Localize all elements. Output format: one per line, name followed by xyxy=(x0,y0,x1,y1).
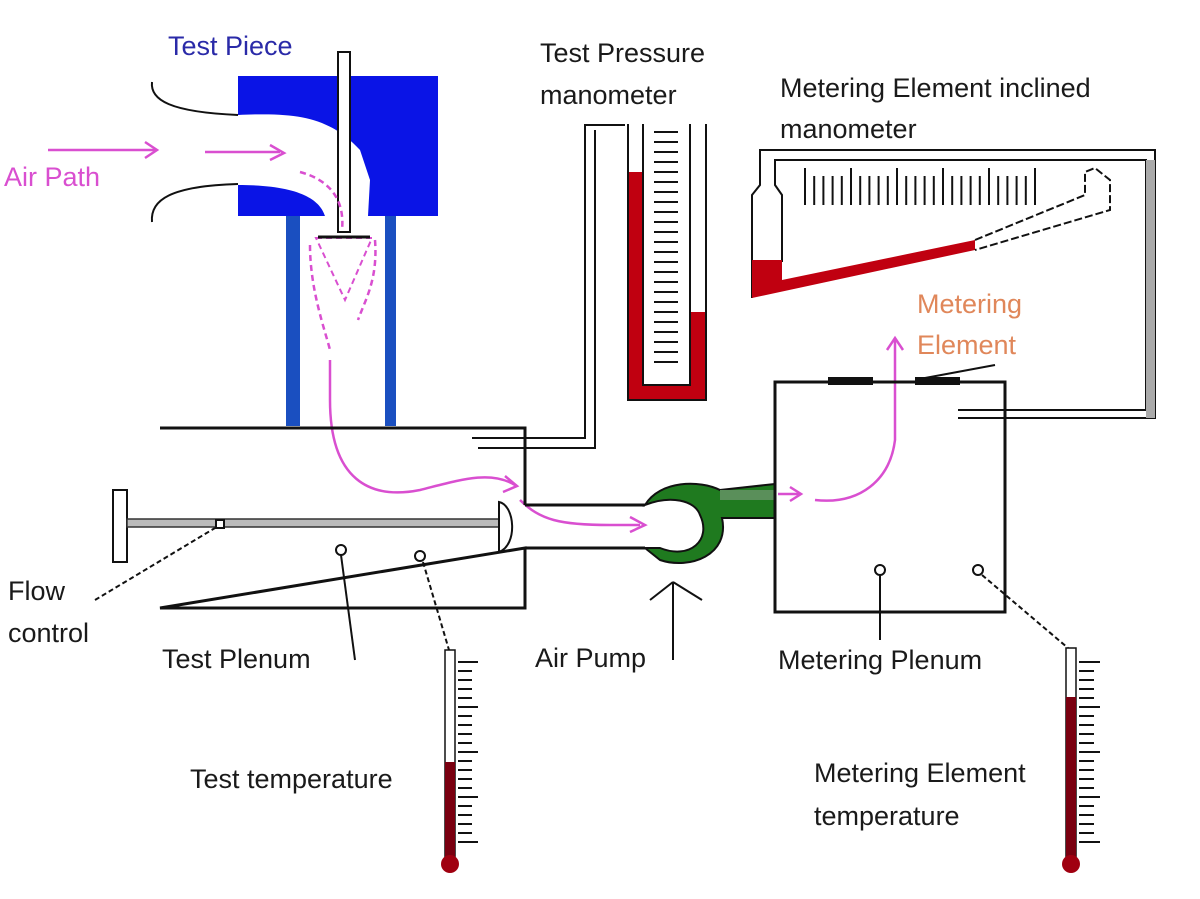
label-metering-temperature: Metering Element xyxy=(814,758,1026,788)
label-flow-control: Flow xyxy=(8,576,66,606)
test-temperature-thermometer xyxy=(441,649,478,873)
label-metering-element: Metering xyxy=(917,289,1022,319)
test-pressure-manometer xyxy=(472,124,707,449)
label-test-pressure: Test Pressure xyxy=(540,38,705,68)
metering-temperature-thermometer xyxy=(1062,647,1100,873)
metering-plenum xyxy=(773,364,1069,649)
label-air-path: Air Path xyxy=(4,162,100,192)
label-test-piece: Test Piece xyxy=(168,31,293,61)
label-inclined-manometer: Metering Element inclined xyxy=(780,73,1091,103)
label-inclined-manometer-2: manometer xyxy=(780,114,917,144)
label-test-temperature: Test temperature xyxy=(190,764,393,794)
label-metering-temperature-2: temperature xyxy=(814,801,960,831)
label-metering-plenum: Metering Plenum xyxy=(778,645,982,675)
label-test-plenum: Test Plenum xyxy=(162,644,311,674)
air-pump xyxy=(642,482,776,660)
label-metering-element-2: Element xyxy=(917,330,1017,360)
test-piece xyxy=(238,51,438,303)
label-air-pump: Air Pump xyxy=(535,643,646,673)
flow-control xyxy=(112,489,514,563)
label-flow-control-2: control xyxy=(8,618,89,648)
stand-pipe-left xyxy=(286,216,300,426)
label-test-pressure-2: manometer xyxy=(540,80,677,110)
stand-pipe-right xyxy=(385,216,396,426)
inclined-manometer xyxy=(751,149,1156,419)
test-plenum xyxy=(159,426,645,610)
